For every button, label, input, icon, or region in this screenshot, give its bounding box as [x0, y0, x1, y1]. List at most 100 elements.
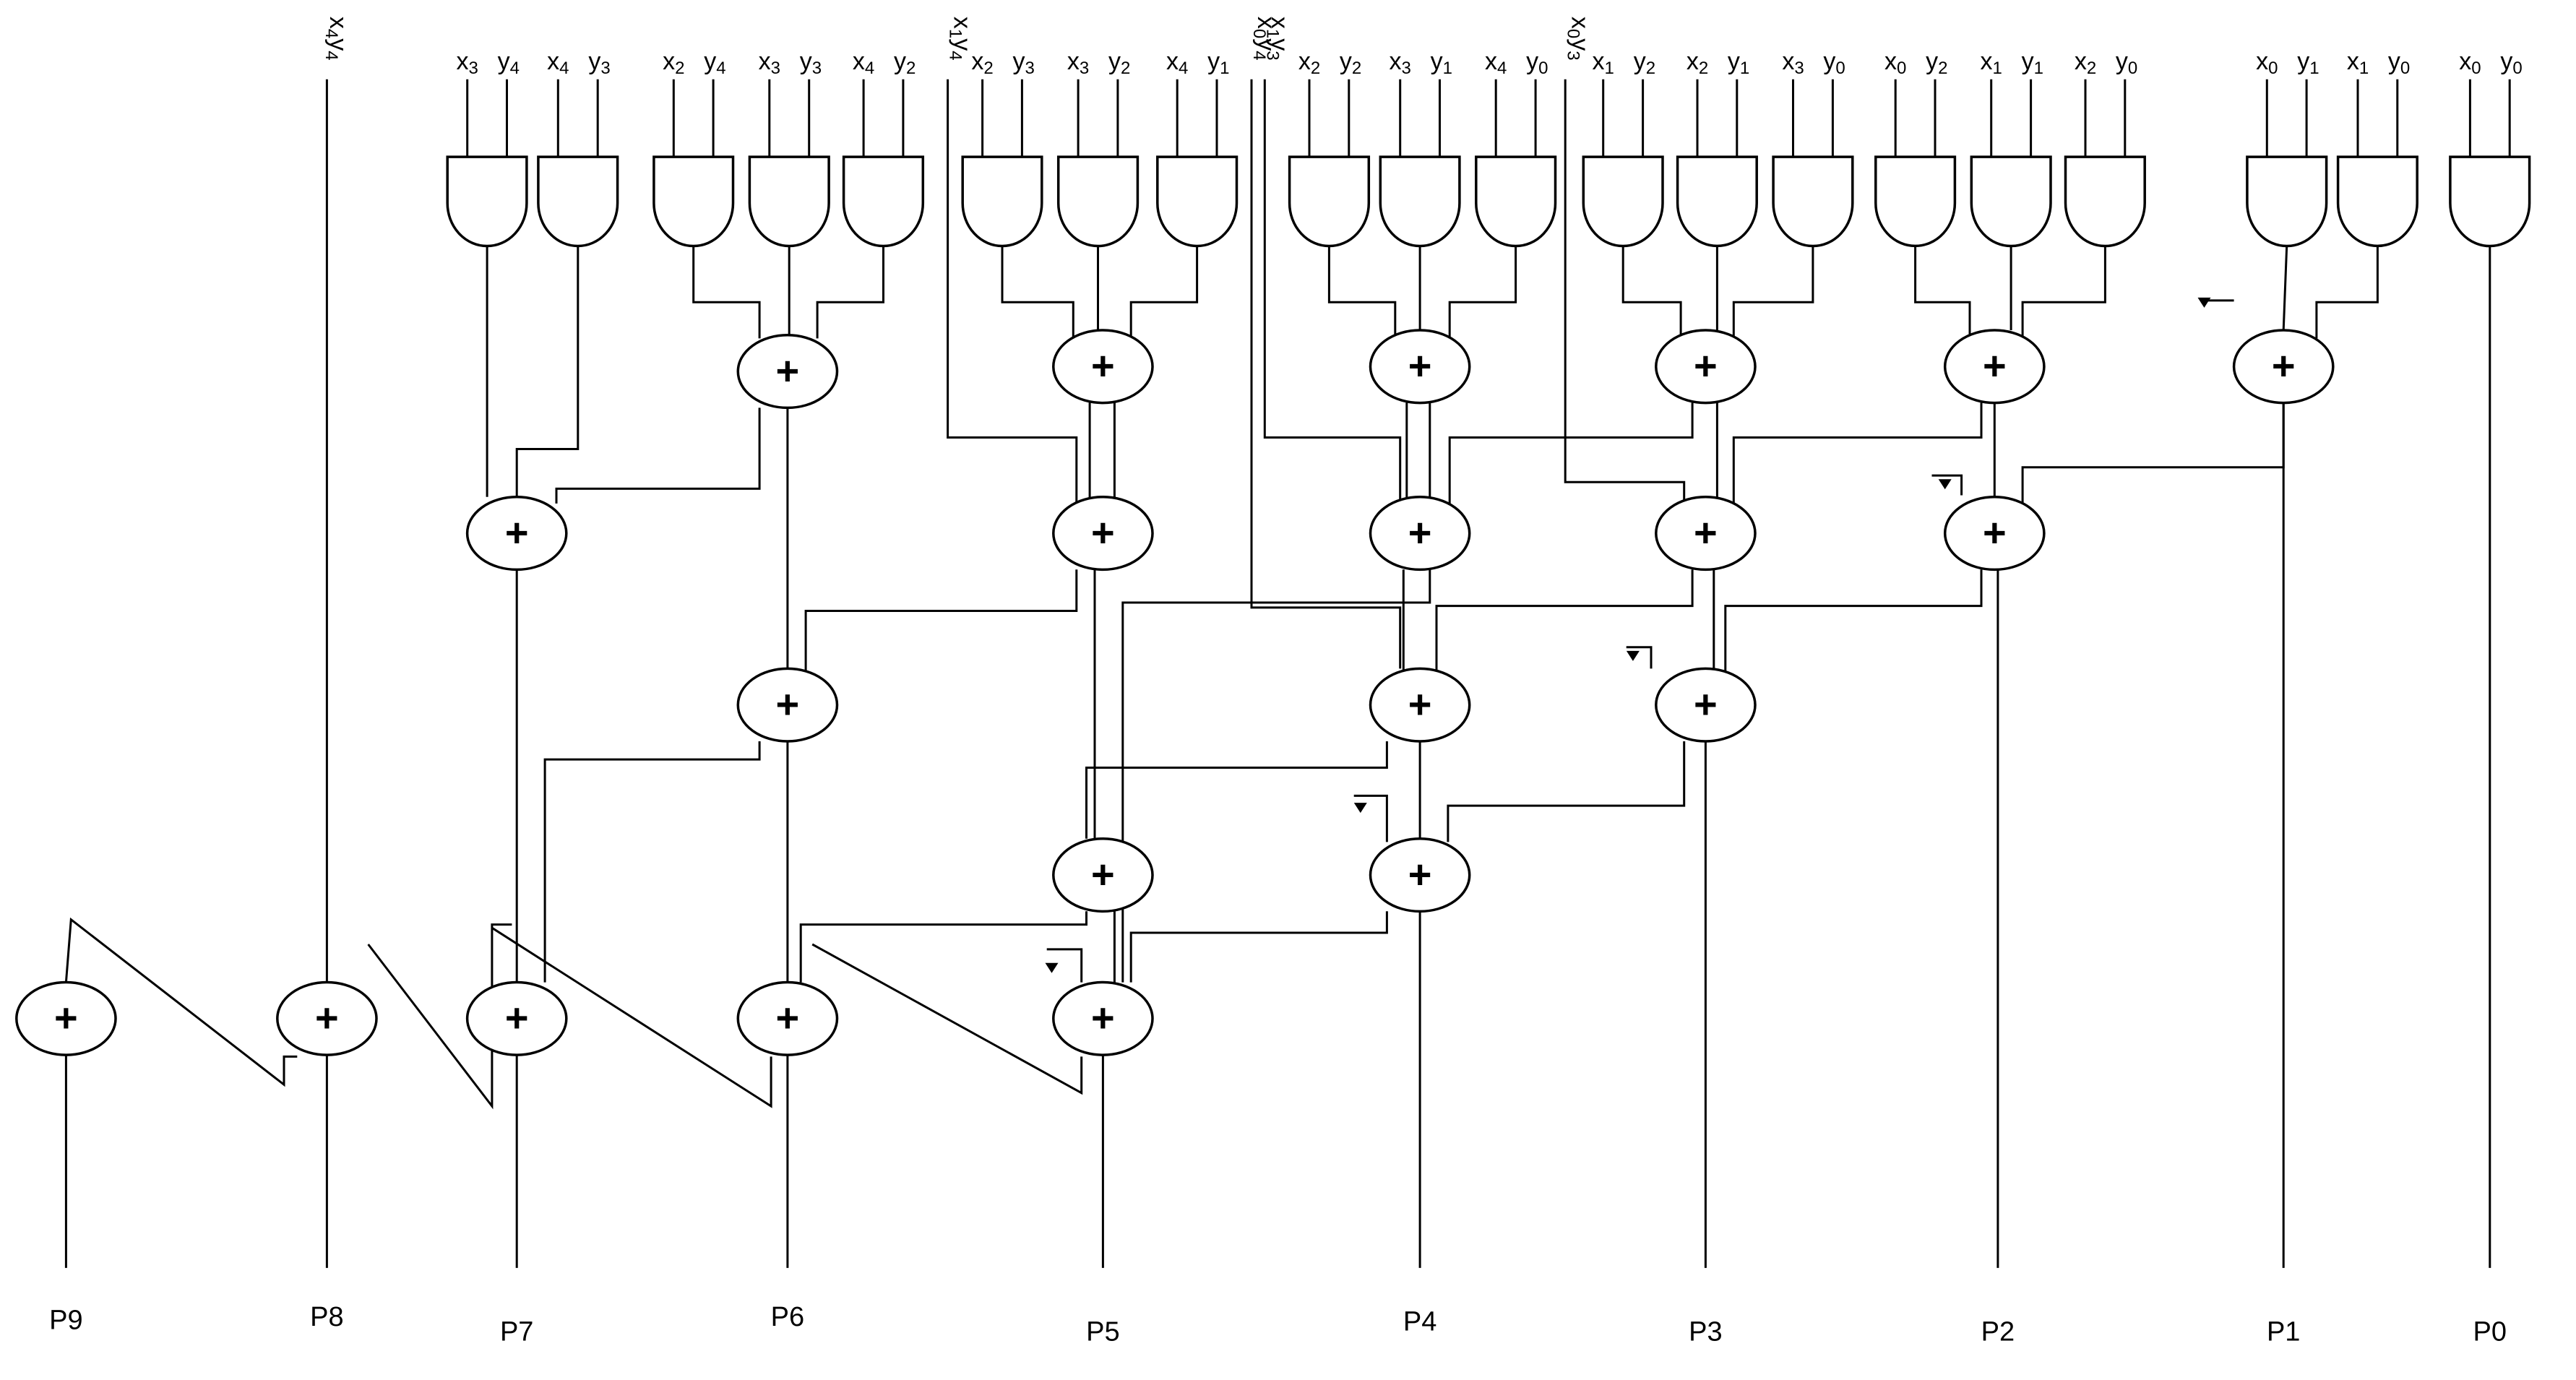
connection-wire [1263, 79, 1402, 504]
adder-node [1369, 329, 1471, 405]
adder-node [2232, 329, 2335, 405]
plus-symbol: + [1408, 681, 1432, 727]
adder-node [15, 980, 117, 1056]
gate-input-x-label: x4 [1485, 48, 1507, 78]
gate-input-x-label: x2 [1298, 48, 1320, 78]
gate-input-x-label: x4 [853, 48, 874, 78]
output-label: P4 [1403, 1307, 1436, 1337]
and-gate [1379, 155, 1461, 248]
and-gate [1874, 155, 1957, 248]
arrowhead [1938, 479, 1952, 490]
adder-node [736, 667, 839, 743]
gate-input-y-label: y1 [2297, 48, 2319, 78]
plus-symbol: + [505, 509, 529, 555]
adder-node [1655, 667, 1757, 743]
gate-input-x-label: x3 [1390, 48, 1411, 78]
plus-symbol: + [1408, 343, 1432, 389]
gate-input-x-label: x1 [2347, 48, 2369, 78]
and-gate [2064, 155, 2146, 248]
wires [64, 79, 2511, 1268]
adder-node [736, 980, 839, 1056]
gate-input-x-label: x0 [1884, 48, 1906, 78]
plus-symbol: + [1983, 509, 2007, 555]
gate-input-y-label: y1 [1728, 48, 1749, 78]
plus-symbol: + [1694, 681, 1718, 727]
plus-symbol: + [1091, 509, 1115, 555]
connection-wire [799, 911, 1087, 983]
plus-symbol: + [776, 995, 800, 1040]
gate-input-y-label: y1 [1431, 48, 1452, 78]
connection-wire [1447, 741, 1686, 842]
and-gate [961, 155, 1043, 248]
connection-wire [1250, 79, 1402, 669]
connection-wire [1085, 741, 1388, 839]
output-label: P5 [1086, 1316, 1119, 1347]
vertical-input-label: x0y4 [1249, 17, 1280, 61]
connection-wire [515, 246, 580, 497]
and-gate [1475, 155, 1557, 248]
plus-symbol: + [1408, 851, 1432, 897]
gate-input-x-label: x1 [1593, 48, 1614, 78]
connection-wire [543, 741, 761, 983]
adder-node [1369, 837, 1471, 913]
gate-input-y-label: y0 [2500, 48, 2522, 78]
and-gate [2336, 155, 2418, 248]
adder-node [1052, 837, 1154, 913]
output-label: P8 [310, 1302, 343, 1332]
plus-symbol: + [1408, 509, 1432, 555]
plus-symbol: + [1694, 509, 1718, 555]
and-gate [2246, 155, 2328, 248]
and-gate [1772, 155, 1854, 248]
connection-wire [1353, 794, 1388, 842]
gate-input-y-label: y2 [1108, 48, 1130, 78]
connection-wire [1564, 79, 1686, 504]
and-gate [1970, 155, 2052, 248]
and-gate [446, 155, 528, 248]
and-gate [2449, 155, 2531, 248]
gate-input-y-label: y3 [1013, 48, 1035, 78]
gate-input-x-label: x3 [1067, 48, 1089, 78]
gate-input-x-label: x4 [547, 48, 569, 78]
connection-wire [1129, 246, 1199, 339]
gate-input-y-label: y0 [2388, 48, 2410, 78]
adder-node [1052, 496, 1154, 572]
and-gate [1156, 155, 1239, 248]
and-gate [842, 155, 925, 248]
arrowhead [1353, 803, 1367, 814]
vertical-input-label: x0y3 [1563, 17, 1593, 61]
arrowhead [1045, 962, 1059, 973]
connection-wire [1626, 646, 1653, 669]
gate-input-x-label: x2 [1687, 48, 1708, 78]
gate-input-y-label: y0 [1823, 48, 1845, 78]
gate-input-y-label: y4 [498, 48, 520, 78]
plus-symbol: + [776, 348, 800, 393]
adder-node [465, 496, 568, 572]
plus-symbol: + [315, 995, 339, 1040]
plus-symbol: + [505, 995, 529, 1040]
output-label: P6 [771, 1302, 804, 1332]
connection-wire [1448, 246, 1517, 339]
plus-symbol: + [1091, 995, 1115, 1040]
plus-symbol: + [54, 995, 78, 1040]
gate-input-y-label: y4 [704, 48, 725, 78]
gate-input-x-label: x1 [1981, 48, 2002, 78]
gate-input-x-label: x3 [1782, 48, 1804, 78]
adder-node [1052, 329, 1154, 405]
gate-input-x-label: x2 [971, 48, 993, 78]
connection-wire [2021, 246, 2106, 339]
adder-node [1943, 496, 2046, 572]
connection-wire [1001, 246, 1074, 339]
connection-wire [64, 917, 298, 1087]
gate-input-x-label: x0 [2459, 48, 2481, 78]
connection-wire [1914, 246, 1971, 339]
and-gate [652, 155, 735, 248]
gate-input-x-label: x4 [1166, 48, 1188, 78]
connection-wire [1129, 911, 1388, 983]
gate-input-x-label: x3 [457, 48, 478, 78]
connection-wire [2315, 246, 2379, 339]
adder-node [1369, 496, 1471, 572]
connection-wire [811, 943, 1083, 1095]
connection-wire [1931, 474, 1963, 496]
